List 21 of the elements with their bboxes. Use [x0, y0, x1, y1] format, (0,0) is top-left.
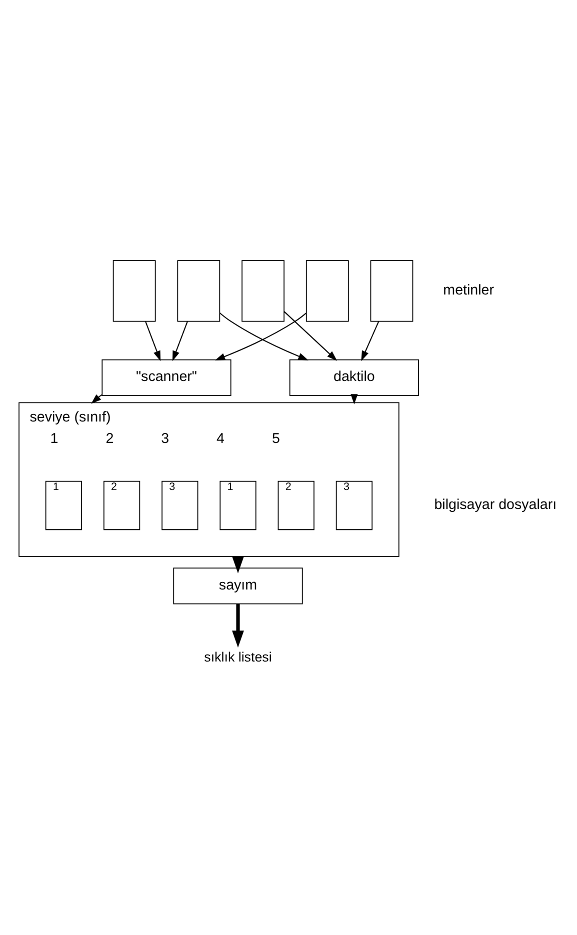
- node-box: sayım: [173, 568, 303, 604]
- node-label: bilgisayar dosyaları: [434, 496, 557, 513]
- arrow: [284, 311, 338, 361]
- node-box: 1: [220, 480, 256, 530]
- node-box: 2: [278, 480, 314, 530]
- node-box: [242, 260, 284, 322]
- node-box: [306, 260, 349, 322]
- arrow: [145, 321, 161, 362]
- node-box: [177, 260, 220, 322]
- arrow: [232, 604, 244, 648]
- node-box: [370, 260, 414, 322]
- label: metinler: [443, 282, 494, 298]
- arrow: [361, 321, 380, 362]
- node-box: [112, 260, 156, 322]
- node-box: "scanner": [102, 359, 232, 396]
- node-box: 2: [103, 480, 140, 530]
- node-text: sıklık listesi: [204, 649, 272, 664]
- arrow: [172, 321, 188, 362]
- node-box: 3: [336, 480, 373, 530]
- node-box: 1: [45, 480, 82, 530]
- node-box: 3: [162, 480, 198, 530]
